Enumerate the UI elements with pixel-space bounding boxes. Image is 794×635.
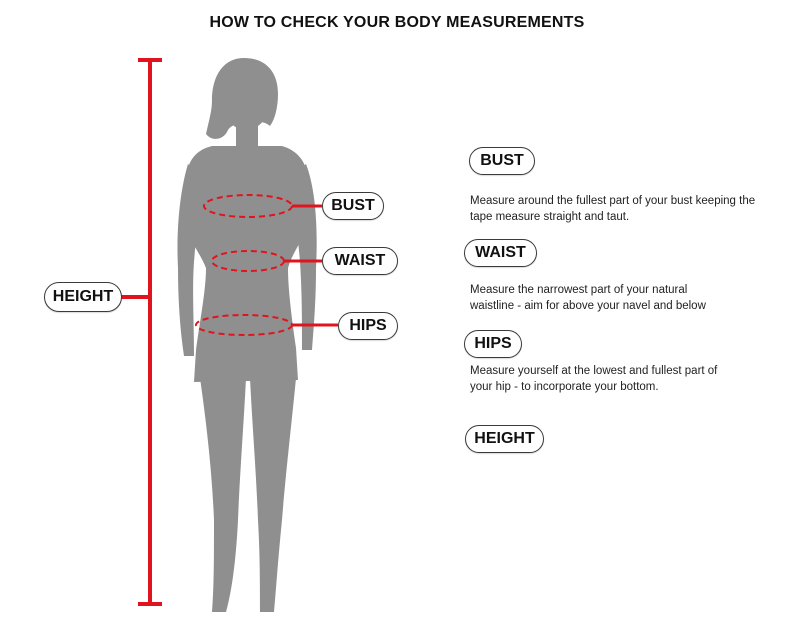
page-title: HOW TO CHECK YOUR BODY MEASUREMENTS	[209, 14, 585, 31]
guide-hips-text-line: your hip - to incorporate your bottom.	[470, 381, 659, 393]
guide-bust-text-line: Measure around the fullest part of your …	[470, 195, 756, 207]
hips-label: HIPS	[338, 312, 398, 340]
height-label: HEIGHT	[44, 282, 122, 312]
height-marker	[118, 58, 162, 606]
guide-hips-text: Measure yourself at the lowest and fulle…	[470, 363, 760, 395]
guide-bust-text: Measure around the fullest part of your …	[470, 193, 760, 225]
waist-label: WAIST	[322, 247, 398, 275]
bust-tape-marker	[203, 194, 322, 218]
bust-label: BUST	[322, 192, 384, 220]
guide-height-heading: HEIGHT	[465, 425, 544, 453]
guide-bust-heading: BUST	[469, 147, 535, 175]
guide-waist-text: Measure the narrowest part of your natur…	[470, 282, 760, 314]
guide-hips-heading: HIPS	[464, 330, 522, 358]
guide-waist-heading: WAIST	[464, 239, 537, 267]
guide-hips-text-line: Measure yourself at the lowest and fulle…	[470, 365, 718, 377]
waist-tape-marker	[211, 250, 322, 272]
guide-waist-text-line: waistline - aim for above your navel and…	[470, 300, 706, 312]
guide-bust-text-line: tape measure straight and taut.	[470, 211, 630, 223]
guide-waist-text-line: Measure the narrowest part of your natur…	[470, 284, 688, 296]
woman-silhouette-icon	[177, 58, 317, 612]
hips-tape-marker	[195, 314, 338, 336]
